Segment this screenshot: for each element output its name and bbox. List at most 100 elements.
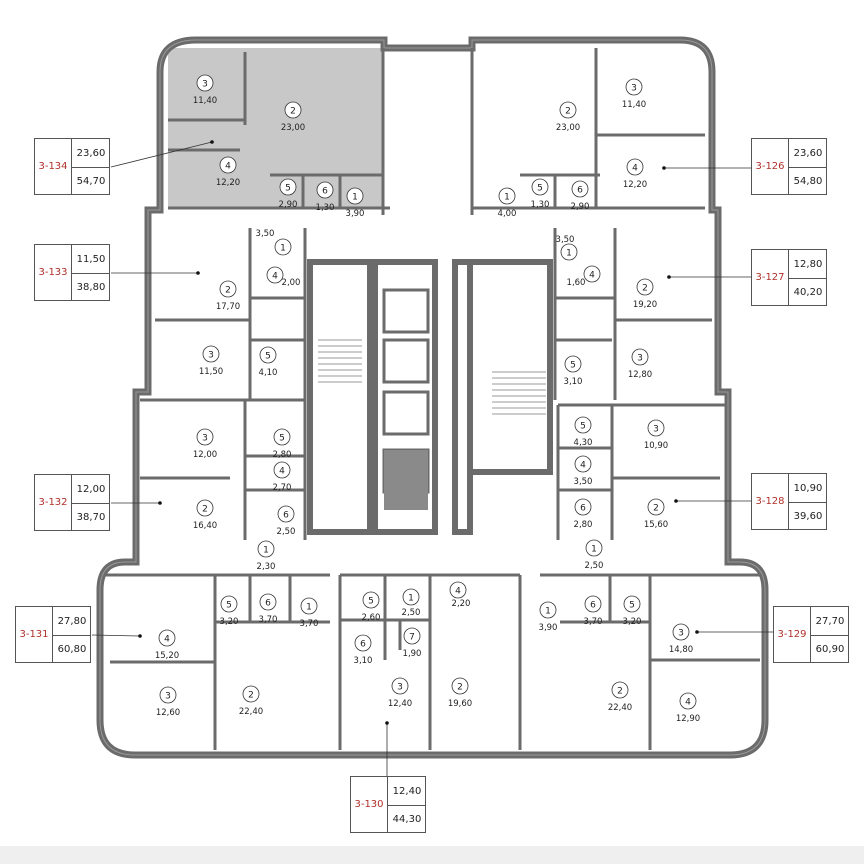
room-area: 14,80 bbox=[669, 645, 693, 655]
room-number: 5 bbox=[537, 184, 543, 194]
living-area: 23,60 bbox=[72, 139, 110, 168]
room: 62,90 bbox=[571, 180, 589, 212]
room-area: 22,40 bbox=[239, 707, 263, 717]
room-number-circle bbox=[623, 595, 641, 613]
room-area: 1,60 bbox=[567, 278, 586, 288]
room: 13,50 bbox=[556, 235, 578, 261]
room: 415,20 bbox=[155, 629, 179, 661]
room: 215,60 bbox=[644, 498, 668, 530]
leader-dot bbox=[662, 166, 666, 170]
room: 219,60 bbox=[448, 677, 472, 709]
room: 312,40 bbox=[388, 677, 412, 709]
room-number-circle bbox=[631, 348, 649, 366]
room-area: 3,20 bbox=[623, 617, 642, 627]
room-area: 3,90 bbox=[539, 623, 558, 633]
room-area: 3,20 bbox=[220, 617, 239, 627]
room-number: 4 bbox=[164, 635, 170, 645]
room-area: 4,10 bbox=[259, 368, 278, 378]
footer-strip bbox=[0, 846, 864, 864]
room-number-circle bbox=[300, 597, 318, 615]
room-number-circle bbox=[451, 677, 469, 695]
room-number: 4 bbox=[589, 271, 595, 281]
room: 311,50 bbox=[199, 345, 223, 377]
room: 223,00 bbox=[556, 101, 580, 133]
room-number: 4 bbox=[685, 698, 691, 708]
room-number-circle bbox=[266, 266, 284, 284]
room-number: 1 bbox=[545, 607, 551, 617]
room: 412,90 bbox=[676, 692, 700, 724]
highlighted-apartment-area bbox=[168, 48, 383, 208]
leader-dot bbox=[674, 499, 678, 503]
room-number-circle bbox=[273, 461, 291, 479]
room-number: 4 bbox=[272, 272, 278, 282]
room-number: 2 bbox=[290, 107, 296, 117]
room-area: 3,90 bbox=[346, 209, 365, 219]
room-number-circle bbox=[259, 593, 277, 611]
apartment-id: 3-131 bbox=[16, 607, 53, 662]
core-wall bbox=[467, 259, 553, 475]
room-area: 19,60 bbox=[448, 699, 472, 709]
room: 42,00 bbox=[266, 266, 300, 288]
room-number-circle bbox=[196, 428, 214, 446]
room-number-circle bbox=[403, 627, 421, 645]
room-area: 2,20 bbox=[452, 599, 471, 609]
room-number: 4 bbox=[279, 467, 285, 477]
room: 222,40 bbox=[239, 685, 263, 717]
room-number-circle bbox=[559, 101, 577, 119]
room-area: 12,00 bbox=[193, 450, 217, 460]
room-number: 5 bbox=[580, 422, 586, 432]
total-area: 38,70 bbox=[76, 511, 106, 523]
room-number-circle bbox=[284, 101, 302, 119]
room-number-circle bbox=[196, 499, 214, 517]
room-area: 11,40 bbox=[193, 96, 217, 106]
room-number: 3 bbox=[653, 425, 659, 435]
room: 52,60 bbox=[362, 591, 381, 623]
room-number: 1 bbox=[591, 545, 597, 555]
room-number: 6 bbox=[577, 186, 583, 196]
room: 62,50 bbox=[277, 505, 295, 537]
room: 312,00 bbox=[193, 428, 217, 460]
room-area: 2,30 bbox=[257, 562, 276, 572]
room-area: 23,00 bbox=[556, 123, 580, 133]
total-area: 54,70 bbox=[76, 175, 106, 187]
room: 13,50 bbox=[256, 229, 292, 256]
room-number: 4 bbox=[455, 587, 461, 597]
room-number: 6 bbox=[590, 601, 596, 611]
room-number: 1 bbox=[306, 603, 312, 613]
room-number-circle bbox=[220, 595, 238, 613]
room-number: 5 bbox=[570, 361, 576, 371]
room-area: 3,10 bbox=[354, 656, 373, 666]
room: 312,80 bbox=[628, 348, 652, 380]
room-area: 23,00 bbox=[281, 123, 305, 133]
room-area: 2,80 bbox=[273, 450, 292, 460]
room-area: 2,90 bbox=[279, 200, 298, 210]
room: 63,10 bbox=[354, 634, 373, 666]
room: 12,50 bbox=[402, 588, 420, 618]
room-number: 2 bbox=[202, 505, 208, 515]
room-number: 5 bbox=[629, 601, 635, 611]
room-number: 2 bbox=[457, 683, 463, 693]
room-number: 3 bbox=[631, 84, 637, 94]
room-number: 5 bbox=[265, 352, 271, 362]
room: 62,80 bbox=[574, 498, 592, 530]
living-area: 10,90 bbox=[789, 474, 827, 503]
leader-line bbox=[91, 634, 141, 637]
room-number-circle bbox=[277, 505, 295, 523]
room-number-circle bbox=[625, 78, 643, 96]
room: 311,40 bbox=[193, 74, 217, 106]
room-area: 2,60 bbox=[362, 613, 381, 623]
elevator-shaft bbox=[382, 338, 430, 384]
room-number: 3 bbox=[208, 351, 214, 361]
room-area: 1,30 bbox=[531, 200, 550, 210]
room-number: 6 bbox=[283, 511, 289, 521]
room-number: 4 bbox=[632, 164, 638, 174]
room-area: 11,40 bbox=[622, 100, 646, 110]
